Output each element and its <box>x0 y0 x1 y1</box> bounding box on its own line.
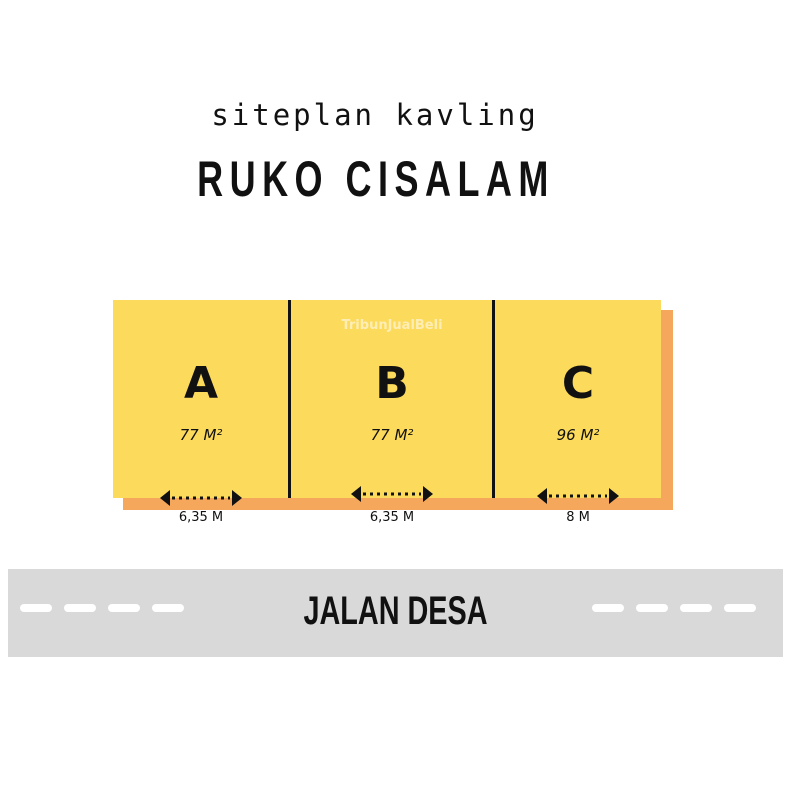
road-dash <box>108 604 140 612</box>
road: JALAN DESA <box>8 569 783 657</box>
page-title: RUKO CISALAM <box>197 151 555 207</box>
double-arrow-icon <box>537 488 619 504</box>
road-dash <box>20 604 52 612</box>
double-arrow-icon <box>351 486 433 502</box>
road-dash <box>680 604 712 612</box>
lot-divider <box>492 300 495 498</box>
lot-width: 8 M <box>566 510 590 525</box>
lot-letter: A <box>183 358 219 409</box>
road-dash <box>636 604 668 612</box>
road-dash <box>724 604 756 612</box>
lot-area: 96 M² <box>556 426 600 444</box>
lot-b: TribunJualBeli B 77 M² 6,35 M <box>291 300 493 525</box>
double-arrow-icon <box>160 490 242 506</box>
road-dash <box>64 604 96 612</box>
lot-c: C 96 M² 8 M <box>495 300 661 525</box>
road-label: JALAN DESA <box>303 589 488 633</box>
lot-width: 6,35 M <box>369 510 415 525</box>
road-dash <box>592 604 624 612</box>
lot-letter: C <box>561 358 595 409</box>
lot-a: A 77 M² 6,35 M <box>113 300 289 525</box>
subtitle: siteplan kavling <box>211 98 539 132</box>
lot-divider <box>288 300 291 498</box>
lots-block <box>113 300 661 498</box>
lot-width: 6,35 M <box>178 510 224 525</box>
road-dash <box>152 604 184 612</box>
watermark: TribunJualBeli <box>341 318 443 333</box>
lot-area: 77 M² <box>179 426 223 444</box>
lot-letter: B <box>375 358 409 409</box>
lot-area: 77 M² <box>370 426 414 444</box>
